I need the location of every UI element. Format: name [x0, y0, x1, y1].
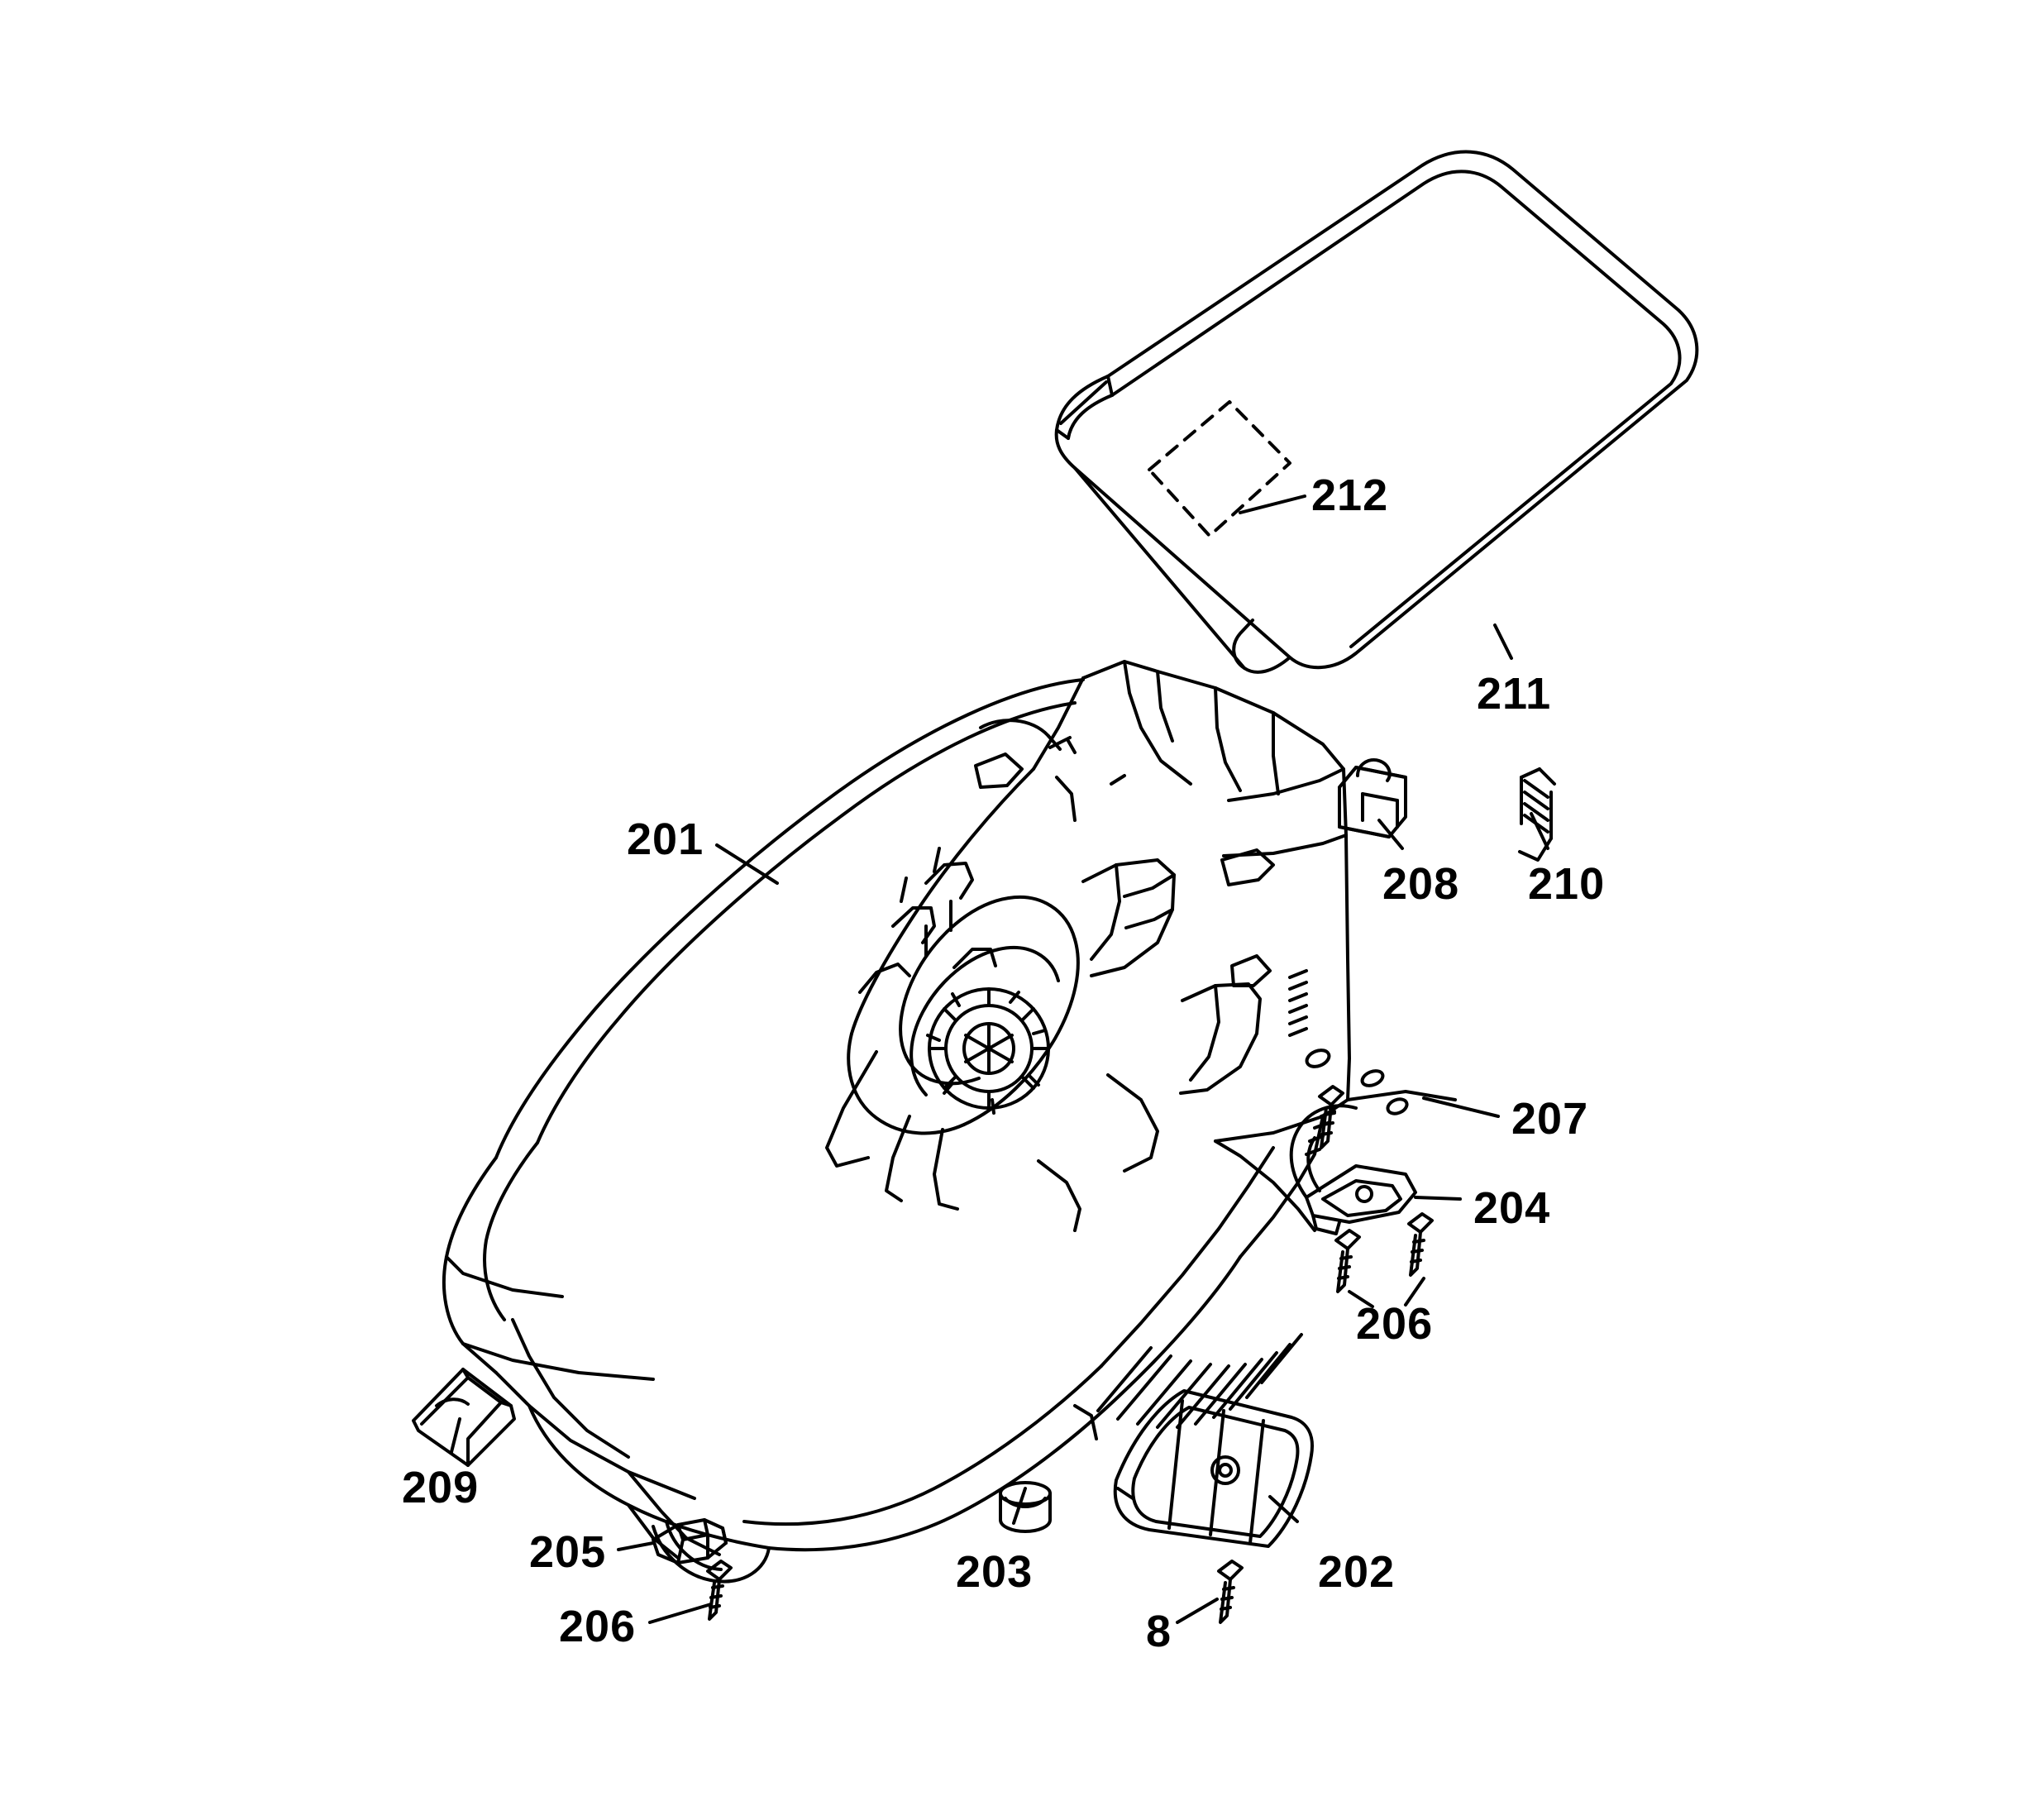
leader-205 — [617, 1541, 655, 1551]
leader-208 — [1377, 819, 1404, 850]
leader-204 — [1414, 1196, 1462, 1201]
deck-housing-part — [442, 660, 1409, 1584]
callout-202: 202 — [1318, 1547, 1396, 1597]
rear-flap-guard-part — [1113, 1389, 1314, 1548]
leader-212 — [1239, 494, 1306, 514]
callout-206-left: 206 — [559, 1602, 637, 1651]
handle-cable — [1289, 1103, 1358, 1199]
latch-clip-part — [652, 1518, 728, 1564]
leader-8 — [1176, 1598, 1219, 1624]
screw-part-8 — [1217, 1560, 1244, 1624]
side-panel-edge-part — [1346, 1090, 1457, 1101]
callout-205: 205 — [529, 1527, 607, 1577]
leader-202 — [1268, 1495, 1299, 1523]
callout-201: 201 — [627, 814, 704, 864]
leader-211 — [1493, 623, 1513, 660]
deflector-tab-part — [412, 1368, 516, 1467]
callout-207: 207 — [1511, 1094, 1589, 1144]
bushing-spacer-part — [999, 1481, 1052, 1533]
label-plate-part — [1148, 400, 1291, 537]
leader-lines — [450, 494, 1549, 1624]
callout-211: 211 — [1477, 669, 1552, 719]
callout-212: 212 — [1311, 471, 1389, 520]
knob-button-part — [1338, 758, 1407, 838]
leader-201 — [715, 843, 779, 885]
leader-206-right-b — [1404, 1277, 1425, 1306]
callout-203: 203 — [956, 1547, 1034, 1597]
leader-206b — [648, 1603, 713, 1624]
callout-206-right: 206 — [1356, 1299, 1434, 1349]
leader-207 — [1422, 1096, 1500, 1118]
leader-203 — [1012, 1487, 1027, 1525]
callout-8: 8 — [1146, 1607, 1172, 1656]
grass-bag-cover-part — [1054, 150, 1699, 674]
leader-209 — [450, 1417, 461, 1454]
callout-204: 204 — [1473, 1183, 1551, 1233]
handle-bracket-part — [1305, 1164, 1417, 1235]
callout-210: 210 — [1528, 859, 1606, 909]
callout-208: 208 — [1382, 859, 1460, 909]
leader-210 — [1530, 812, 1549, 850]
screw-part — [1318, 1085, 1434, 1293]
callout-209: 209 — [402, 1463, 480, 1512]
leader-206-right-a — [1348, 1290, 1374, 1308]
spring-part — [1518, 767, 1556, 862]
screw-part-left — [706, 1560, 733, 1621]
